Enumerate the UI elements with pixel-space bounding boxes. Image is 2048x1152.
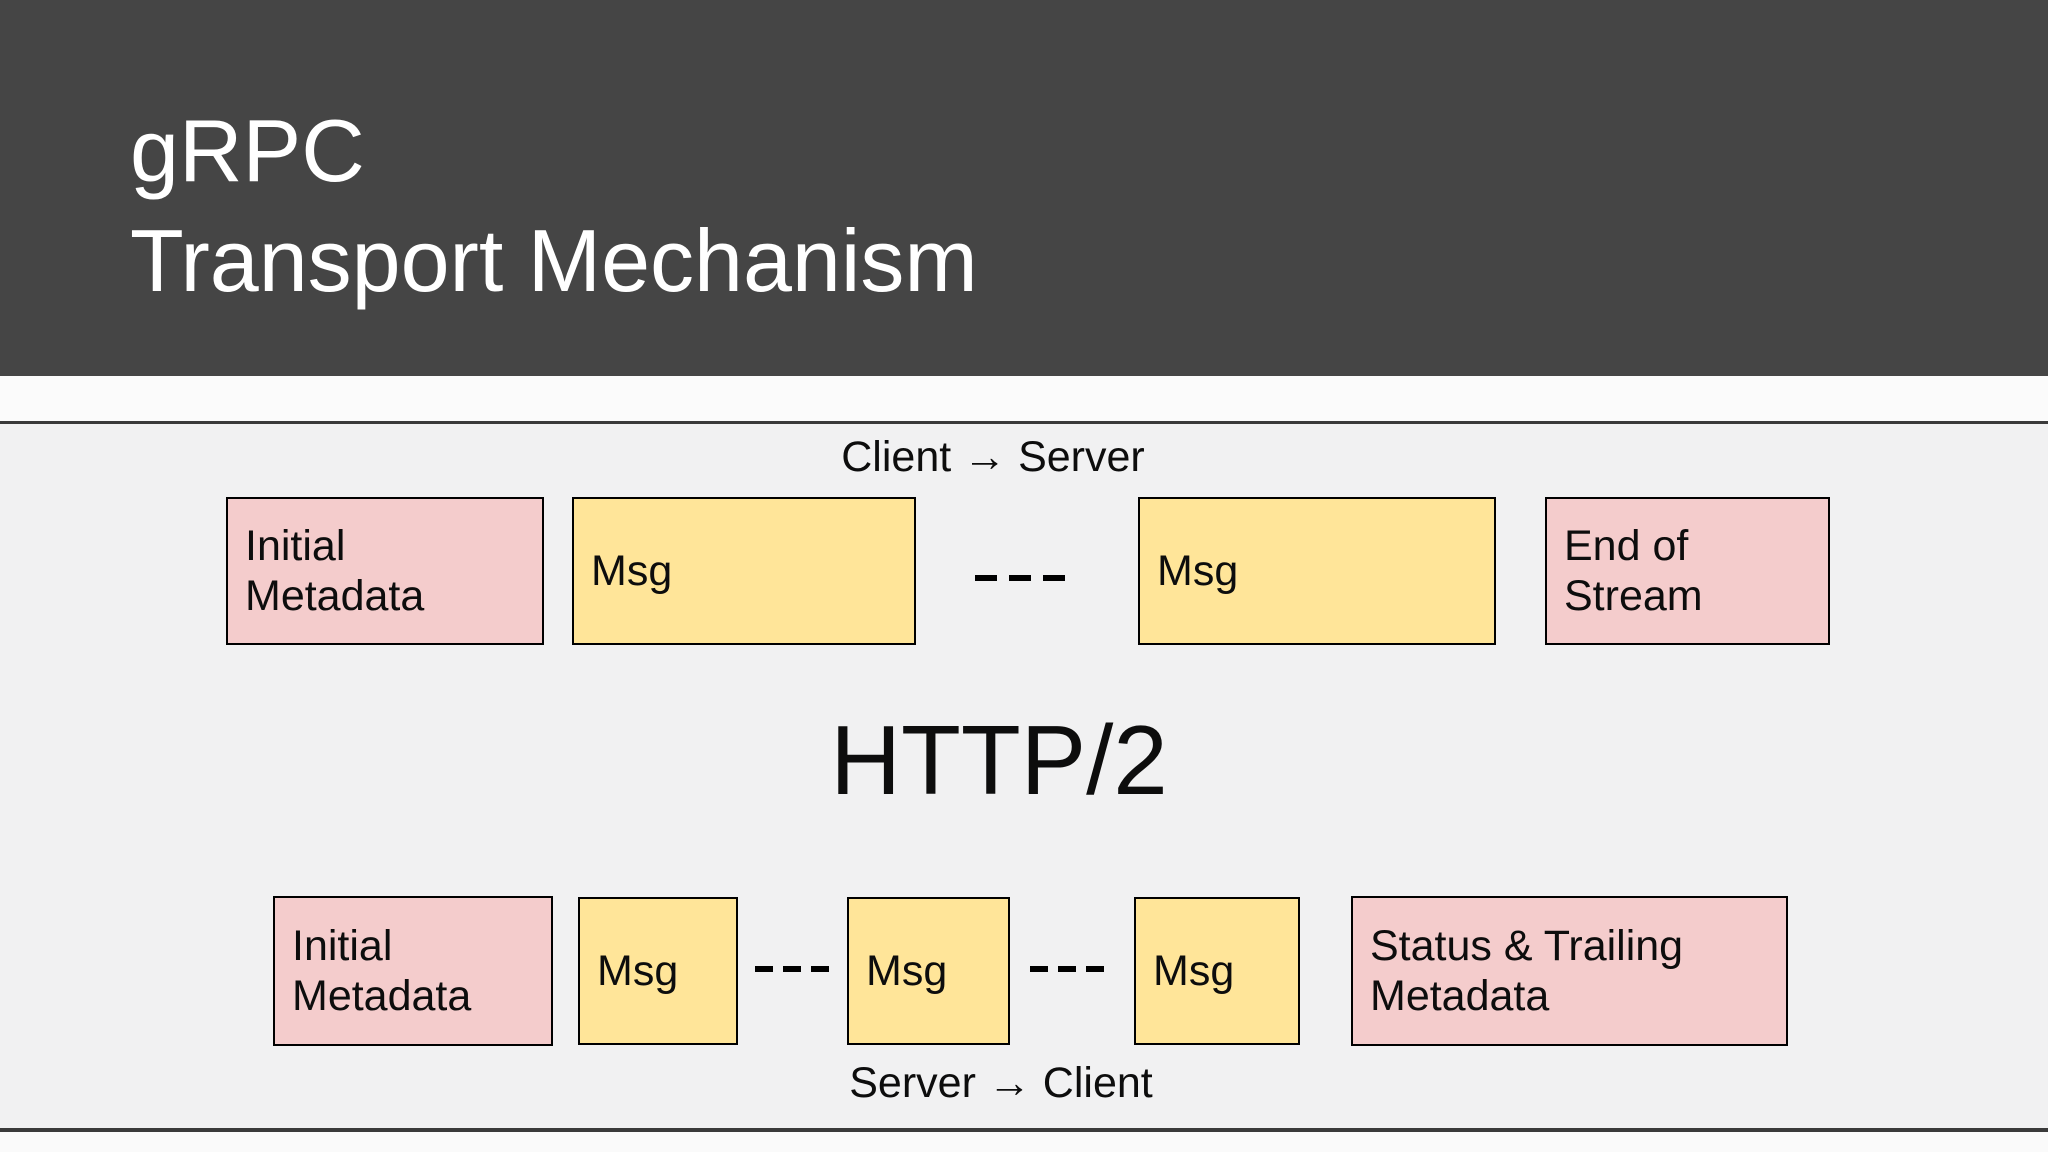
direction-label-server-client: Server → Client — [849, 1059, 1153, 1107]
dash-separator — [975, 575, 1065, 581]
bottom-divider-line — [0, 1128, 2048, 1132]
box-label: Status & Trailing Metadata — [1370, 922, 1684, 1020]
end-of-stream-box: End of Stream — [1545, 497, 1830, 645]
box-label: Initial Metadata — [292, 922, 472, 1020]
dash-separator — [755, 966, 829, 972]
initial-metadata-box: Initial Metadata — [273, 896, 553, 1046]
box-label: Msg — [597, 947, 679, 995]
msg-box: Msg — [1138, 497, 1496, 645]
box-label: Initial Metadata — [245, 522, 425, 620]
msg-box: Msg — [578, 897, 738, 1045]
slide-title-line2: Transport Mechanism — [130, 211, 978, 310]
box-label: Msg — [1157, 547, 1239, 595]
http2-label: HTTP/2 — [830, 705, 1168, 815]
title-header: gRPC Transport Mechanism — [0, 0, 2048, 376]
msg-box: Msg — [572, 497, 916, 645]
status-trailing-metadata-box: Status & Trailing Metadata — [1351, 896, 1788, 1046]
box-label: Msg — [591, 547, 673, 595]
header-shadow-strip — [0, 376, 2048, 421]
initial-metadata-box: Initial Metadata — [226, 497, 544, 645]
box-label: End of Stream — [1564, 522, 1703, 620]
direction-label-client-server: Client → Server — [841, 433, 1145, 481]
slide-title: gRPC Transport Mechanism — [130, 96, 978, 316]
msg-box: Msg — [1134, 897, 1300, 1045]
msg-box: Msg — [847, 897, 1010, 1045]
footer-strip — [0, 1132, 2048, 1152]
box-label: Msg — [866, 947, 948, 995]
top-divider-line — [0, 421, 2048, 424]
dash-separator — [1030, 966, 1104, 972]
slide-title-line1: gRPC — [130, 101, 365, 200]
box-label: Msg — [1153, 947, 1235, 995]
